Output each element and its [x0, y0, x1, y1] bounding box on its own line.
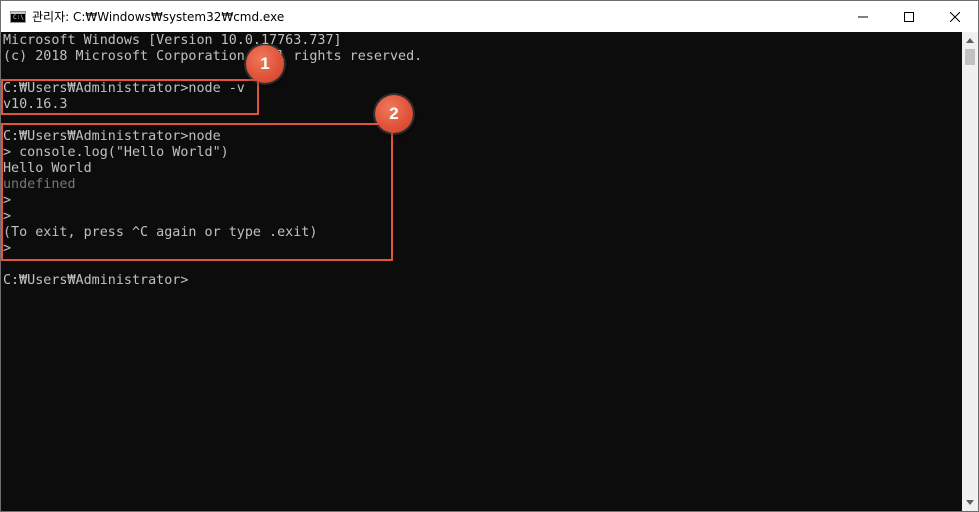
maximize-button[interactable]: [886, 1, 932, 32]
scroll-up-arrow-icon: [966, 38, 974, 43]
console-line: C:₩Users₩Administrator>node: [3, 129, 221, 144]
console-line: >: [3, 241, 12, 256]
minimize-button[interactable]: [840, 1, 886, 32]
console-line: (c) 2018 Microsoft Corporation. All righ…: [3, 49, 423, 64]
cmd-icon-text: C:\: [13, 13, 24, 21]
console-line: v10.16.3: [3, 97, 68, 112]
console-line: > console.log("Hello World"): [3, 145, 229, 160]
window-controls: [840, 1, 978, 32]
console-line: C:₩Users₩Administrator>node -v: [3, 81, 245, 96]
scroll-up-button[interactable]: [962, 32, 978, 49]
annotation-badge-2: 2: [375, 95, 413, 133]
console-line: Hello World: [3, 161, 92, 176]
scroll-thumb[interactable]: [965, 49, 975, 65]
close-button[interactable]: [932, 1, 978, 32]
console-line: undefined: [3, 177, 76, 192]
console-line: >: [3, 193, 12, 208]
window-title: 관리자: C:₩Windows₩system32₩cmd.exe: [32, 10, 285, 24]
console-line: >: [3, 209, 12, 224]
title-bar[interactable]: C:\ 관리자: C:₩Windows₩system32₩cmd.exe: [1, 1, 978, 32]
annotation-box-1: [1, 79, 259, 115]
annotation-badge-1: 1: [246, 45, 284, 83]
maximize-icon: [904, 11, 914, 22]
close-icon: [950, 11, 960, 22]
console-line: (To exit, press ^C again or type .exit): [3, 225, 318, 240]
console-line: Microsoft Windows [Version 10.0.17763.73…: [3, 33, 342, 48]
cmd-icon[interactable]: C:\: [10, 10, 26, 23]
minimize-icon: [858, 16, 868, 17]
console-line: C:₩Users₩Administrator>: [3, 273, 189, 288]
scroll-down-arrow-icon: [966, 500, 974, 505]
vertical-scrollbar[interactable]: [962, 32, 978, 511]
scroll-down-button[interactable]: [962, 494, 978, 511]
console-output[interactable]: Microsoft Windows [Version 10.0.17763.73…: [1, 32, 962, 511]
annotation-box-2: [1, 123, 393, 261]
